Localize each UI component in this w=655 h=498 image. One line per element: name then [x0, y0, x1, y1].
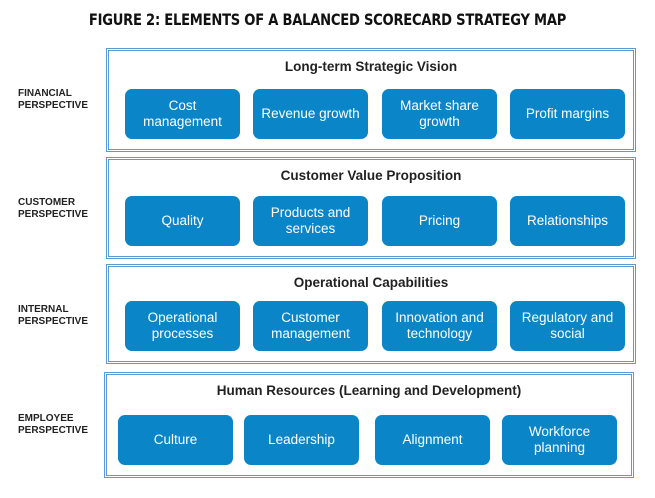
perspective-label-line: PERSPECTIVE — [18, 209, 89, 220]
panel-heading: Operational Capabilities — [293, 275, 449, 290]
element-label: Innovation and technology — [395, 310, 484, 341]
panel-heading: Long-term Strategic Vision — [284, 59, 458, 74]
element-label: Revenue growth — [261, 106, 360, 121]
element-label: Customer management — [271, 310, 350, 341]
element-box: Workforce planning — [502, 415, 617, 465]
element-label: Operational processes — [147, 310, 218, 341]
element-label: Culture — [153, 432, 198, 447]
element-label: Pricing — [418, 213, 461, 228]
element-box: Alignment — [375, 415, 490, 465]
element-label: Regulatory and social — [521, 310, 614, 341]
perspective-label-line: EMPLOYEE — [18, 413, 74, 424]
panel-heading: Customer Value Proposition — [280, 168, 462, 183]
element-label: Alignment — [402, 432, 463, 447]
element-box: Culture — [118, 415, 233, 465]
element-box: Regulatory and social — [510, 301, 625, 351]
element-box: Quality — [125, 196, 240, 246]
element-label: Relationships — [526, 213, 609, 228]
element-box: Operational processes — [125, 301, 240, 351]
element-box: Innovation and technology — [382, 301, 497, 351]
element-box: Market share growth — [382, 89, 497, 139]
element-label: Quality — [161, 213, 204, 228]
element-box: Cost management — [125, 89, 240, 139]
perspective-label-line: PERSPECTIVE — [18, 425, 89, 436]
panel-heading: Human Resources (Learning and Developmen… — [216, 383, 522, 398]
element-box: Pricing — [382, 196, 497, 246]
perspective-panel: Human Resources (Learning and Developmen… — [104, 372, 634, 478]
element-box: Customer management — [253, 301, 368, 351]
element-label: Products and services — [270, 205, 351, 236]
figure-title: FIGURE 2: ELEMENTS OF A BALANCED SCORECA… — [88, 10, 567, 29]
perspective-label-line: CUSTOMER — [18, 197, 76, 208]
element-label: Leadership — [268, 432, 335, 447]
perspective-label-line: INTERNAL — [18, 304, 69, 315]
perspective-label-line: PERSPECTIVE — [18, 316, 89, 327]
perspective-label-line: PERSPECTIVE — [18, 100, 89, 111]
element-label: Profit margins — [525, 106, 610, 121]
element-label: Market share growth — [400, 98, 479, 129]
element-box: Revenue growth — [253, 89, 368, 139]
element-box: Relationships — [510, 196, 625, 246]
element-box: Leadership — [244, 415, 359, 465]
element-box: Products and services — [253, 196, 368, 246]
perspective-label-line: FINANCIAL — [18, 88, 72, 99]
element-box: Profit margins — [510, 89, 625, 139]
element-label: Cost management — [143, 98, 222, 129]
element-label: Workforce planning — [528, 424, 591, 455]
